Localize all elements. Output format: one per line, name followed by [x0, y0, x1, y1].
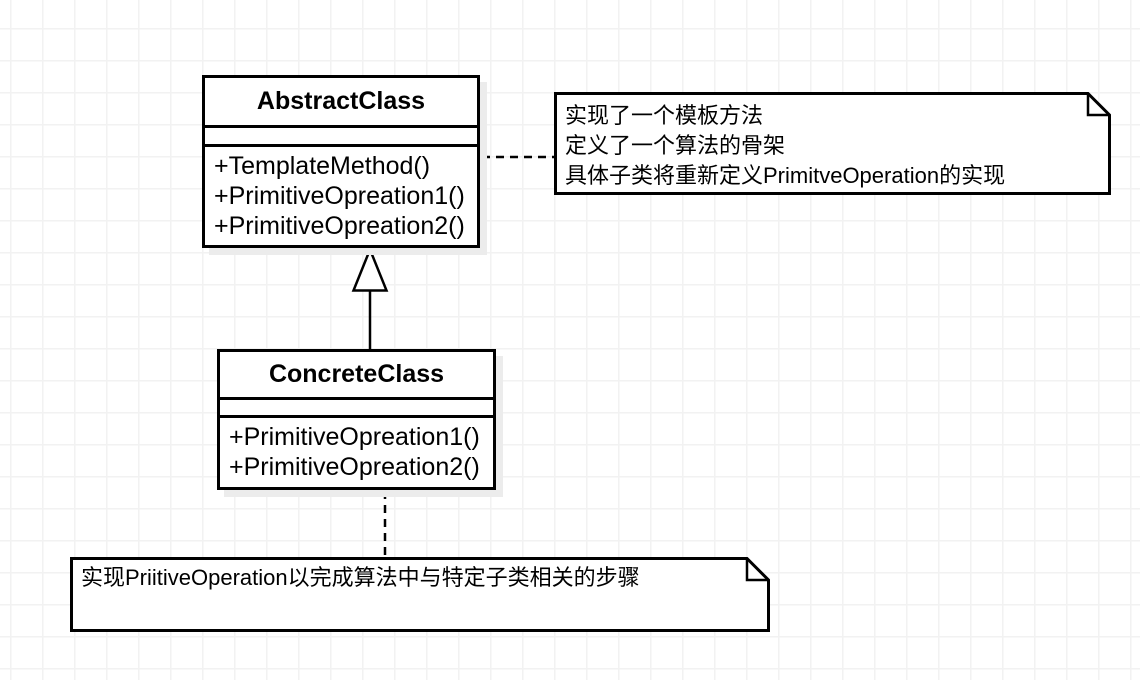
class-title-concreteclass: ConcreteClass [268, 360, 445, 388]
class-title-abstractclass: AbstractClass [256, 87, 426, 115]
generalization-arrowhead-icon [351, 246, 389, 292]
method-line: +TemplateMethod() [214, 152, 431, 180]
note-text: 实现PriitiveOperation以完成算法中与特定子类相关的步骤 [70, 557, 770, 593]
method-line: +PrimitiveOpreation1() [229, 423, 480, 451]
note-shape-icon [554, 92, 1111, 195]
note-template-method[interactable]: 实现了一个模板方法 定义了一个算法的骨架 具体子类将重新定义PrimitveOp… [554, 92, 1111, 195]
method-line: +PrimitiveOpreation2() [214, 212, 465, 240]
note-line: 定义了一个算法的骨架 [565, 133, 786, 158]
note-text: 实现了一个模板方法 定义了一个算法的骨架 具体子类将重新定义PrimitveOp… [554, 92, 1111, 191]
note-line: 实现PriitiveOperation以完成算法中与特定子类相关的步骤 [81, 565, 640, 590]
class-attributes-abstractclass [205, 125, 477, 147]
class-box-concreteclass[interactable]: ConcreteClass +PrimitiveOpreation1() +Pr… [217, 349, 496, 490]
note-line: 实现了一个模板方法 [565, 103, 764, 128]
class-box-abstractclass[interactable]: AbstractClass +TemplateMethod() +Primiti… [202, 75, 480, 248]
class-attributes-concreteclass [220, 397, 493, 418]
method-line: +PrimitiveOpreation2() [229, 453, 480, 481]
method-line: +PrimitiveOpreation1() [214, 182, 465, 210]
note-primitive-operation[interactable]: 实现PriitiveOperation以完成算法中与特定子类相关的步骤 [70, 557, 770, 632]
note-shape-icon [70, 557, 770, 632]
class-methods-abstractclass: +TemplateMethod() +PrimitiveOpreation1()… [205, 147, 477, 245]
class-methods-concreteclass: +PrimitiveOpreation1() +PrimitiveOpreati… [220, 418, 493, 487]
note-line: 具体子类将重新定义PrimitveOperation的实现 [565, 163, 1006, 188]
